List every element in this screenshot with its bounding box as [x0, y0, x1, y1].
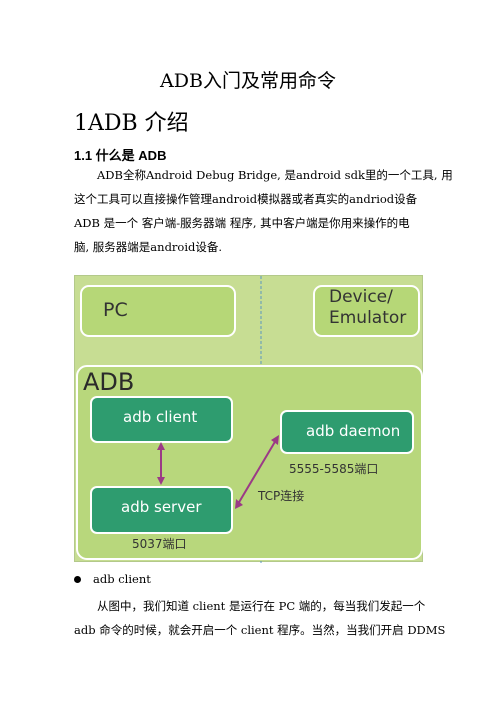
pc-label: PC	[103, 299, 128, 321]
pc-box	[80, 285, 236, 337]
arrowhead-up	[157, 442, 165, 450]
subsection-heading: 1.1 什么是 ADB	[74, 148, 167, 163]
intro-paragraph: ADB全称Android Debug Bridge, 是android sdk里…	[74, 163, 453, 259]
body-line: 从图中，我们知道 client 是运行在 PC 端的，每当我们发起一个	[97, 599, 426, 613]
section-heading: 1ADB 介绍	[74, 111, 189, 136]
adb-server-box	[90, 486, 233, 534]
body-paragraph: 从图中，我们知道 client 是运行在 PC 端的，每当我们发起一个 adb …	[74, 594, 446, 642]
arrowhead-server	[235, 499, 243, 509]
bullet-item: adb client	[74, 572, 151, 586]
tcp-arrow	[237, 439, 277, 505]
server-port-label: 5037端口	[132, 537, 187, 551]
adb-client-label: adb client	[123, 408, 198, 426]
intro-line: ADB全称Android Debug Bridge, 是android sdk里…	[97, 168, 453, 182]
bullet-text: adb client	[93, 572, 151, 586]
adb-label: ADB	[83, 368, 135, 396]
body-line: adb 命令的时候，就会开启一个 client 程序。当然，当我们开启 DDMS	[74, 623, 446, 637]
daemon-port-label: 5555-5585端口	[289, 462, 379, 476]
arrowhead-down	[157, 477, 165, 485]
adb-client-box	[90, 396, 233, 443]
intro-line: 脑, 服务器端是android设备.	[74, 240, 223, 254]
device-label: Device/ Emulator	[329, 287, 407, 328]
arrowhead-daemon	[271, 435, 279, 445]
tcp-label: TCP连接	[258, 489, 305, 503]
device-box	[313, 285, 420, 337]
adb-daemon-box	[280, 410, 414, 454]
intro-line: ADB 是一个 客户端-服务器端 程序, 其中客户端是你用来操作的电	[74, 216, 410, 230]
intro-line: 这个工具可以直接操作管理android模拟器或者真实的andriod设备	[74, 192, 418, 206]
diagram-svg	[76, 276, 423, 563]
bullet-dot-icon	[74, 575, 81, 583]
adb-server-label: adb server	[121, 498, 202, 516]
adb-daemon-label: adb daemon	[306, 422, 401, 440]
document-title: ADB入门及常用命令	[160, 70, 336, 92]
adb-architecture-diagram: PC Device/ Emulator ADB adb client adb d…	[74, 275, 423, 563]
